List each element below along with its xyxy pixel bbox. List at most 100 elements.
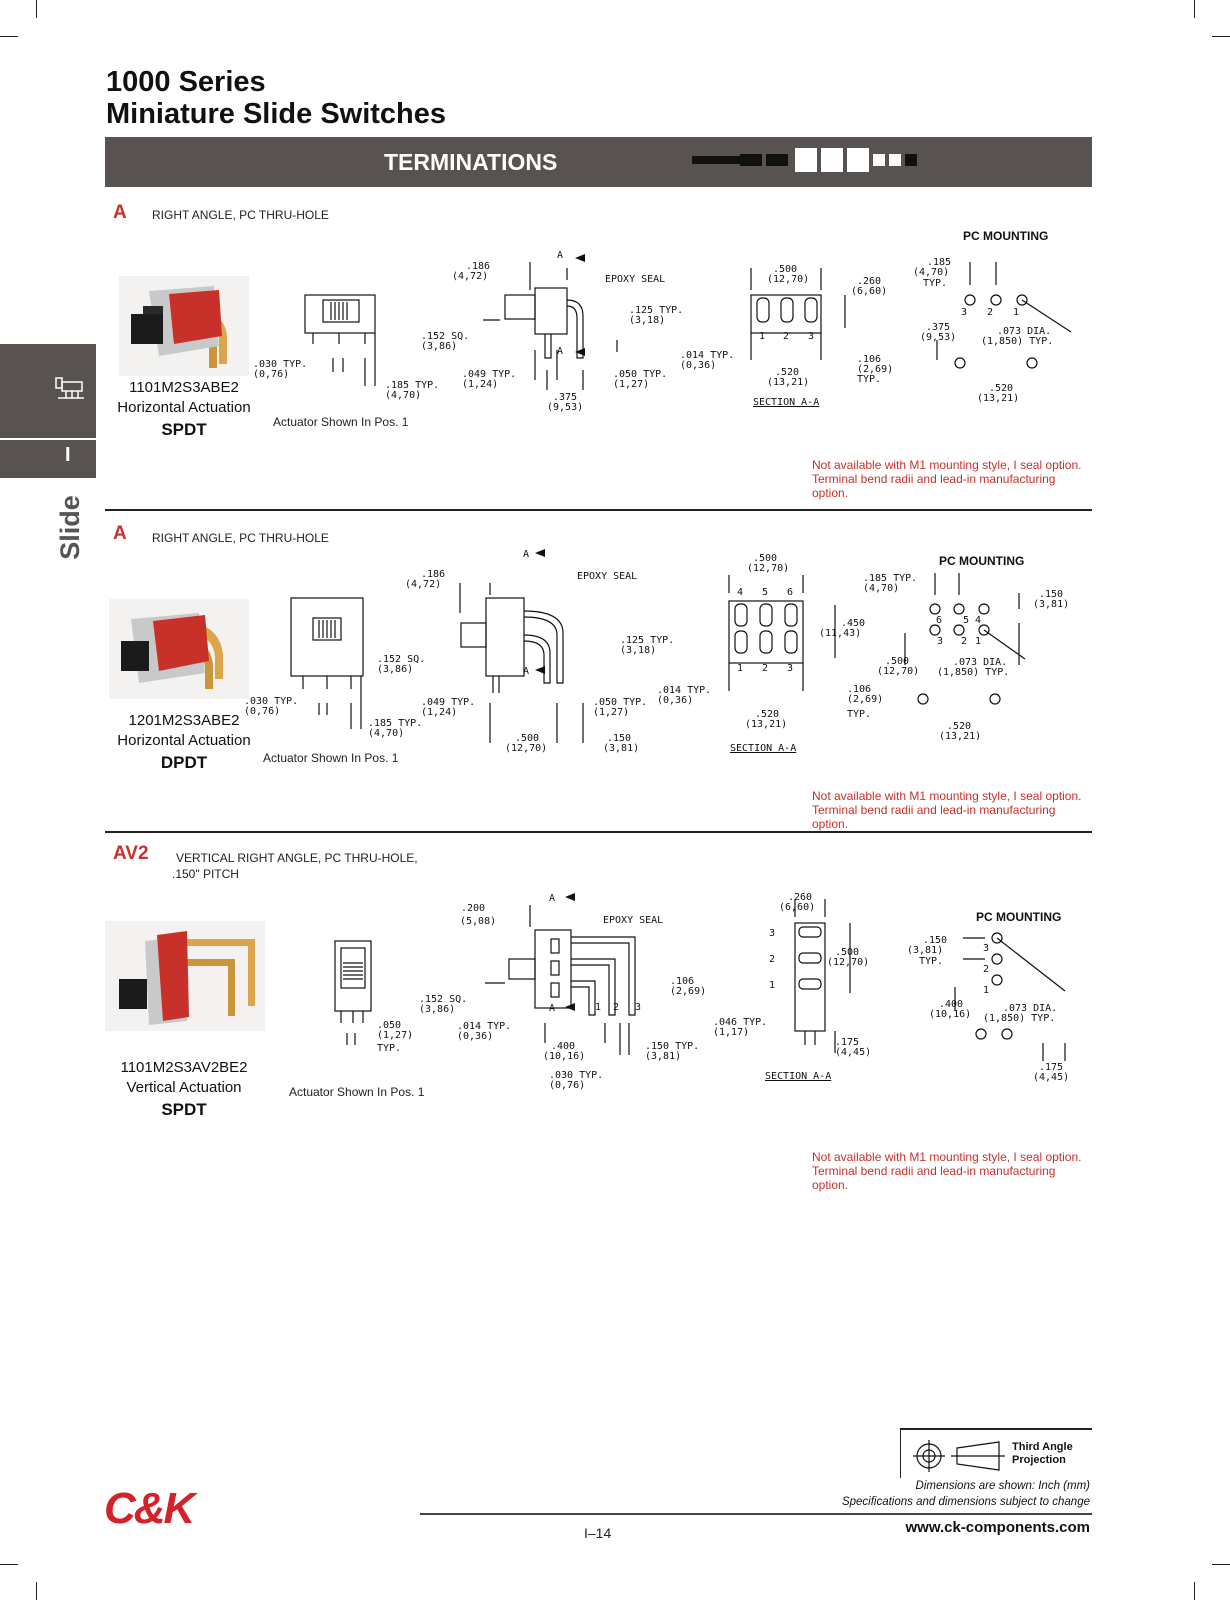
svg-text:TYP.: TYP. <box>923 278 947 289</box>
svg-text:(11,43): (11,43) <box>819 628 861 639</box>
svg-text:.106: .106 <box>670 976 694 987</box>
svg-text:.014 TYP.: .014 TYP. <box>657 685 711 696</box>
svg-text:2: 2 <box>762 663 768 674</box>
crop-mark <box>1194 1582 1195 1600</box>
dimension-drawing: .186(4,72) EPOXY SEAL .125 TYP.(3,18) .1… <box>253 250 1072 413</box>
termination-desc: RIGHT ANGLE, PC THRU-HOLE <box>152 208 329 222</box>
svg-text:.125 TYP.: .125 TYP. <box>629 305 683 316</box>
crop-mark <box>1194 0 1195 18</box>
svg-text:(12,70): (12,70) <box>877 666 919 677</box>
svg-text:6: 6 <box>787 587 793 598</box>
svg-text:3: 3 <box>769 928 775 939</box>
svg-text:(2,69): (2,69) <box>847 694 883 705</box>
svg-text:(1,17): (1,17) <box>713 1027 749 1038</box>
side-tab: I <box>0 344 96 478</box>
svg-text:2: 2 <box>783 331 789 342</box>
svg-text:(4,70): (4,70) <box>863 583 899 594</box>
pc-mounting-label: PC MOUNTING <box>939 554 1025 568</box>
spec-change-note: Specifications and dimensions subject to… <box>841 1496 1090 1508</box>
title-line-2: Miniature Slide Switches <box>106 98 447 130</box>
actuator-note: Actuator Shown In Pos. 1 <box>289 1085 425 1099</box>
svg-text:.030 TYP.: .030 TYP. <box>244 696 298 707</box>
svg-text:(1,850) TYP.: (1,850) TYP. <box>981 336 1053 347</box>
svg-text:.500: .500 <box>885 656 909 667</box>
website-link[interactable]: www.ck-components.com <box>905 1519 1090 1536</box>
dimension-drawing: .186(4,72) EPOXY SEAL .125 TYP.(3,18) .1… <box>244 549 1069 754</box>
part-info: 1101M2S3AV2BE2 Vertical Actuation SPDT <box>109 1058 259 1120</box>
side-tab-divider <box>0 438 96 440</box>
section-note: Not available with M1 mounting style, I … <box>812 789 1082 831</box>
crop-mark <box>36 1582 37 1600</box>
svg-text:(12,70): (12,70) <box>747 563 789 574</box>
svg-text:.125 TYP.: .125 TYP. <box>620 635 674 646</box>
svg-text:(4,45): (4,45) <box>835 1047 871 1058</box>
svg-text:2: 2 <box>983 964 989 975</box>
svg-text:3: 3 <box>937 636 943 647</box>
svg-text:A: A <box>549 1003 555 1014</box>
svg-text:.014 TYP.: .014 TYP. <box>680 350 734 361</box>
svg-text:(12,70): (12,70) <box>767 274 809 285</box>
svg-text:.186: .186 <box>466 261 490 272</box>
svg-text:TYP.: TYP. <box>919 956 943 967</box>
svg-text:A: A <box>557 346 563 357</box>
svg-text:.050: .050 <box>377 1020 401 1031</box>
projection-box <box>900 1428 1092 1478</box>
svg-text:(0,36): (0,36) <box>657 695 693 706</box>
svg-text:.500: .500 <box>753 553 777 564</box>
svg-text:.106: .106 <box>857 354 881 365</box>
svg-text:(4,70): (4,70) <box>913 267 949 278</box>
dimension-units-note: Dimensions are shown: Inch (mm) <box>915 1480 1090 1492</box>
crop-mark <box>1212 1564 1230 1565</box>
svg-text:(1,27): (1,27) <box>377 1030 413 1041</box>
svg-text:.400: .400 <box>551 1041 575 1052</box>
product-photo <box>105 921 265 1031</box>
svg-text:.049 TYP.: .049 TYP. <box>421 697 475 708</box>
svg-text:(12,70): (12,70) <box>827 957 869 968</box>
section-divider <box>105 509 1092 511</box>
pole-config: SPDT <box>161 1100 207 1119</box>
svg-text:.030 TYP.: .030 TYP. <box>253 359 307 370</box>
page-number: I–14 <box>584 1525 612 1541</box>
svg-text:(3,81): (3,81) <box>645 1051 681 1062</box>
svg-text:EPOXY SEAL: EPOXY SEAL <box>577 571 637 582</box>
actuation-type: Horizontal Actuation <box>117 732 251 749</box>
svg-text:.185 TYP.: .185 TYP. <box>368 718 422 729</box>
part-number: 1101M2S3AV2BE2 <box>120 1059 248 1076</box>
footer-rule <box>420 1513 1092 1515</box>
svg-text:(3,86): (3,86) <box>419 1004 455 1015</box>
section-note: Not available with M1 mounting style, I … <box>812 458 1082 500</box>
svg-text:(1,850) TYP.: (1,850) TYP. <box>983 1013 1055 1024</box>
svg-text:(3,81): (3,81) <box>603 743 639 754</box>
svg-text:SECTION A-A: SECTION A-A <box>730 743 796 754</box>
termination-code: A <box>113 523 127 544</box>
svg-text:(1,24): (1,24) <box>462 379 498 390</box>
svg-text:.106: .106 <box>847 684 871 695</box>
svg-text:(1,27): (1,27) <box>593 707 629 718</box>
switch-photo-icon <box>119 931 255 1025</box>
svg-text:(13,21): (13,21) <box>745 719 787 730</box>
page-title: 1000 Series Miniature Slide Switches <box>106 66 446 130</box>
actuator-note: Actuator Shown In Pos. 1 <box>263 751 399 765</box>
actuator-note: Actuator Shown In Pos. 1 <box>273 415 409 429</box>
svg-text:.450: .450 <box>841 618 865 629</box>
switch-photo-icon <box>131 286 227 368</box>
termination-code: A <box>113 202 127 223</box>
pole-config: DPDT <box>160 753 208 772</box>
svg-text:.150: .150 <box>1039 589 1063 600</box>
section-a-dpdt: A RIGHT ANGLE, PC THRU-HOLE PC MOUNTING … <box>105 523 1092 831</box>
svg-text:.400: .400 <box>939 999 963 1010</box>
svg-text:3: 3 <box>787 663 793 674</box>
svg-text:.050 TYP.: .050 TYP. <box>593 697 647 708</box>
svg-text:5: 5 <box>963 615 969 626</box>
terminations-banner: TERMINATIONS <box>105 137 1092 187</box>
part-number: 1101M2S3ABE2 <box>129 379 239 396</box>
svg-text:(1,27): (1,27) <box>613 379 649 390</box>
svg-text:1: 1 <box>595 1002 601 1013</box>
termination-desc: VERTICAL RIGHT ANGLE, PC THRU-HOLE, <box>176 851 418 865</box>
svg-text:2: 2 <box>987 307 993 318</box>
svg-text:.260: .260 <box>788 892 812 903</box>
svg-text:.375: .375 <box>926 322 950 333</box>
svg-text:A: A <box>523 549 529 560</box>
pc-mounting-label: PC MOUNTING <box>963 229 1049 243</box>
third-angle-projection-icon <box>913 1440 1005 1472</box>
